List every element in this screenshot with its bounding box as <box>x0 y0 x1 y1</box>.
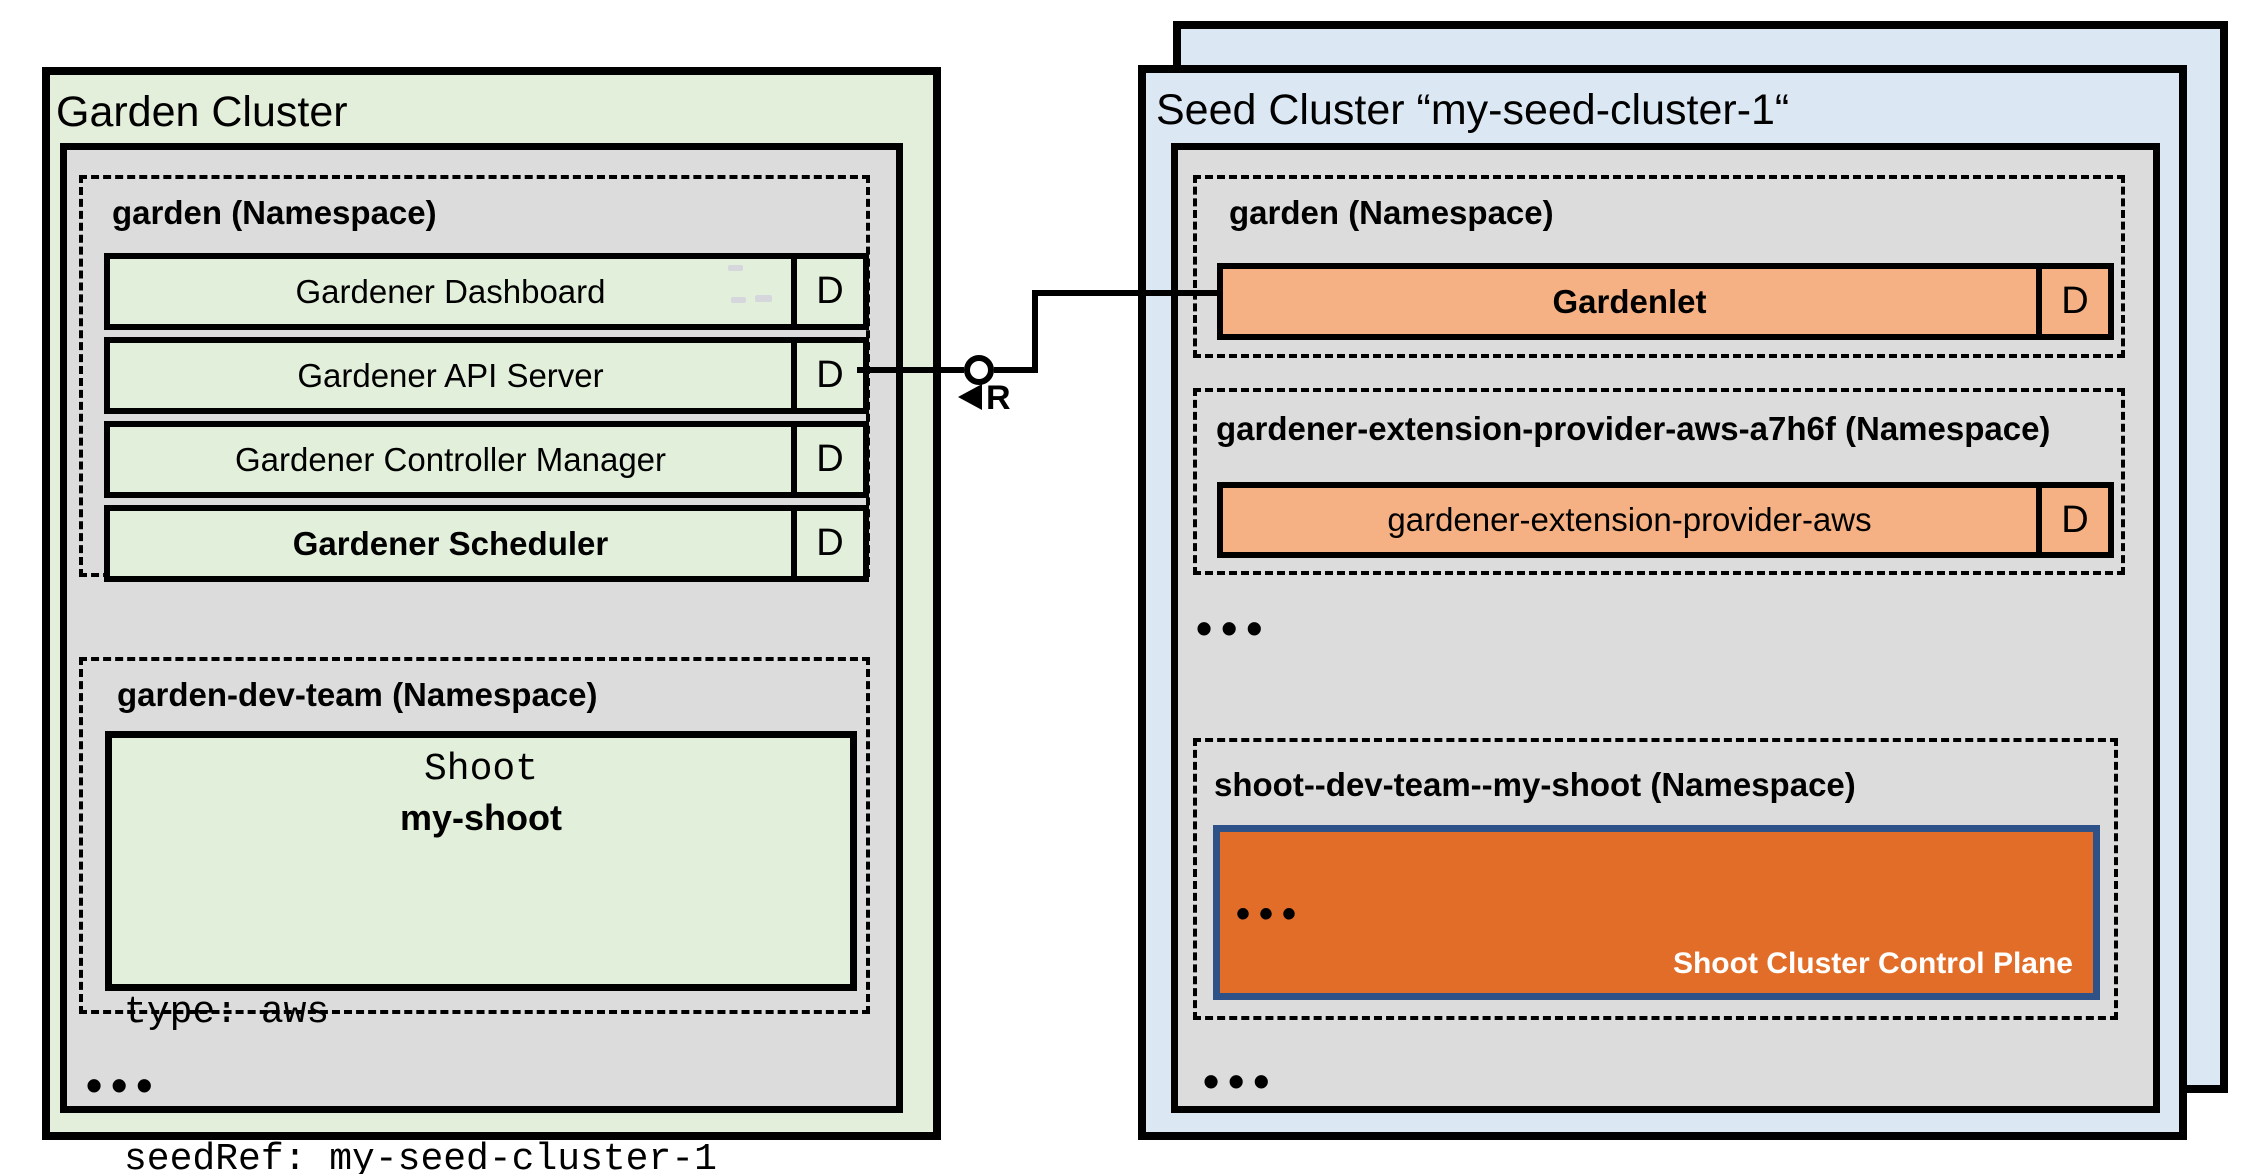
row-label: gardener-extension-provider-aws <box>1387 501 1872 538</box>
control-plane-label: Shoot Cluster Control Plane <box>1672 947 2073 980</box>
shoot-cluster-control-plane-box: ••• Shoot Cluster Control Plane <box>1213 825 2100 1000</box>
namespace-box-garden-dev-team: garden-dev-team (Namespace) Shoot my-sho… <box>79 657 870 1174</box>
garden-control-plane-panel: garden (Namespace) Gardener Dashboard D … <box>60 143 903 1174</box>
row-label: Gardener Dashboard <box>295 272 606 310</box>
shoot-spec-type: type: aws <box>124 991 330 1034</box>
namespace-box-shoot-dev-team-my-shoot: shoot--dev-team--my-shoot (Namespace) ••… <box>1193 738 2118 1020</box>
row-label: Gardenlet <box>1552 282 1707 320</box>
namespace-box-garden: garden (Namespace) Gardener Dashboard D … <box>79 175 870 582</box>
reconcile-label: R <box>986 379 1011 417</box>
ellipsis-more-namespaces: ••• <box>86 1059 162 1111</box>
deployment-badge: D <box>2036 488 2108 552</box>
deployment-badge: D <box>2036 269 2108 334</box>
namespace-label: garden (Namespace) <box>1229 194 1554 231</box>
row-gardener-dashboard: Gardener Dashboard D <box>104 253 869 330</box>
row-gardener-controller-manager: Gardener Controller Manager D <box>104 421 869 498</box>
deployment-badge: D <box>791 259 863 324</box>
shoot-spec: type: aws seedRef: my-seed-cluster-1 <box>124 890 717 1174</box>
namespace-label: garden-dev-team (Namespace) <box>117 676 598 713</box>
faint-mark <box>755 295 772 302</box>
garden-cluster-box: Garden Cluster garden (Namespace) Garden… <box>42 67 941 1174</box>
row-gardenlet: Gardenlet D <box>1217 263 2114 340</box>
shoot-kind: Shoot <box>423 748 539 791</box>
ellipsis-control-plane-components: ••• <box>1236 892 1306 936</box>
deployment-badge: D <box>791 343 863 408</box>
faint-mark <box>728 265 743 271</box>
shoot-spec-seedref: seedRef: my-seed-cluster-1 <box>124 1138 717 1174</box>
shoot-resource-card: Shoot my-shoot type: aws seedRef: my-see… <box>105 731 857 1174</box>
namespace-label: garden (Namespace) <box>112 194 437 231</box>
reconcile-arrow-icon <box>958 384 982 410</box>
seed-cluster-box: Seed Cluster “my-seed-cluster-1“ garden … <box>1138 65 2187 1140</box>
namespace-box-extension-provider-aws: gardener-extension-provider-aws-a7h6f (N… <box>1193 388 2125 575</box>
seed-panel: garden (Namespace) Gardenlet D gardener-… <box>1171 143 2160 1113</box>
namespace-label: shoot--dev-team--my-shoot (Namespace) <box>1214 766 1856 803</box>
row-gardener-api-server: Gardener API Server D <box>104 337 869 414</box>
ellipsis-more-shoot-namespaces: ••• <box>1203 1055 1279 1107</box>
row-label: Gardener API Server <box>297 356 604 394</box>
garden-cluster-title: Garden Cluster <box>56 88 348 136</box>
namespace-box-seed-garden: garden (Namespace) Gardenlet D <box>1193 175 2125 358</box>
seed-cluster-title: Seed Cluster “my-seed-cluster-1“ <box>1156 86 1790 134</box>
shoot-name: my-shoot <box>400 797 562 838</box>
row-gardener-extension-provider-aws: gardener-extension-provider-aws D <box>1217 482 2114 558</box>
namespace-label: gardener-extension-provider-aws-a7h6f (N… <box>1216 410 2051 447</box>
row-gardener-scheduler: Gardener Scheduler D <box>104 505 869 582</box>
deployment-badge: D <box>791 511 863 576</box>
connector-socket-icon <box>964 355 994 385</box>
row-label: Gardener Scheduler <box>292 524 609 562</box>
deployment-badge: D <box>791 427 863 492</box>
ellipsis-more-extensions: ••• <box>1196 602 1272 654</box>
faint-mark <box>731 297 746 303</box>
row-label: Gardener Controller Manager <box>234 440 667 478</box>
